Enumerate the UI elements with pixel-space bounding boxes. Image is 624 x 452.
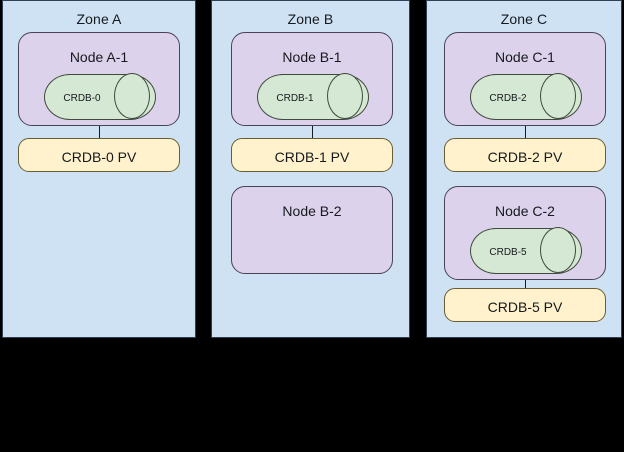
database-cylinder-crdb-0[interactable]: CRDB-0 xyxy=(44,73,156,120)
node-title-node-b-1: Node B-1 xyxy=(282,49,342,65)
connector-node-c-2-to-crdb-5-pv xyxy=(525,274,526,289)
zone-title-zone-a: Zone A xyxy=(76,11,122,27)
database-cylinder-cap-crdb-1 xyxy=(327,73,363,119)
persistent-volume-box-crdb-0-pv[interactable]: CRDB-0 PV xyxy=(18,138,180,172)
database-label-crdb-1: CRDB-1 xyxy=(276,93,314,104)
connector-node-b-1-to-crdb-1-pv xyxy=(312,120,313,139)
node-title-node-b-2: Node B-2 xyxy=(282,203,342,219)
zone-title-zone-b: Zone B xyxy=(287,11,334,27)
node-title-node-c-2: Node C-2 xyxy=(495,203,555,219)
database-cylinder-crdb-2[interactable]: CRDB-2 xyxy=(470,73,582,120)
database-cylinder-cap-crdb-5 xyxy=(540,227,576,273)
zone-title-zone-c: Zone C xyxy=(500,11,548,27)
node-title-node-a-1: Node A-1 xyxy=(69,49,129,65)
node-title-node-c-1: Node C-1 xyxy=(495,49,555,65)
persistent-volume-label-crdb-5-pv: CRDB-5 PV xyxy=(487,299,563,315)
persistent-volume-box-crdb-2-pv[interactable]: CRDB-2 PV xyxy=(444,138,606,172)
persistent-volume-label-crdb-1-pv: CRDB-1 PV xyxy=(274,149,350,165)
connector-node-c-1-to-crdb-2-pv xyxy=(525,120,526,139)
database-cylinder-cap-crdb-0 xyxy=(114,73,150,119)
persistent-volume-label-crdb-0-pv: CRDB-0 PV xyxy=(61,149,137,165)
database-label-crdb-0: CRDB-0 xyxy=(63,93,101,104)
database-label-crdb-2: CRDB-2 xyxy=(489,93,527,104)
database-label-crdb-5: CRDB-5 xyxy=(489,247,527,258)
persistent-volume-box-crdb-5-pv[interactable]: CRDB-5 PV xyxy=(444,288,606,322)
database-cylinder-cap-crdb-2 xyxy=(540,73,576,119)
database-cylinder-crdb-1[interactable]: CRDB-1 xyxy=(257,73,369,120)
persistent-volume-box-crdb-1-pv[interactable]: CRDB-1 PV xyxy=(231,138,393,172)
connector-node-a-1-to-crdb-0-pv xyxy=(99,120,100,139)
node-box-node-b-2[interactable]: Node B-2 xyxy=(231,186,393,274)
database-cylinder-crdb-5[interactable]: CRDB-5 xyxy=(470,227,582,274)
persistent-volume-label-crdb-2-pv: CRDB-2 PV xyxy=(487,149,563,165)
